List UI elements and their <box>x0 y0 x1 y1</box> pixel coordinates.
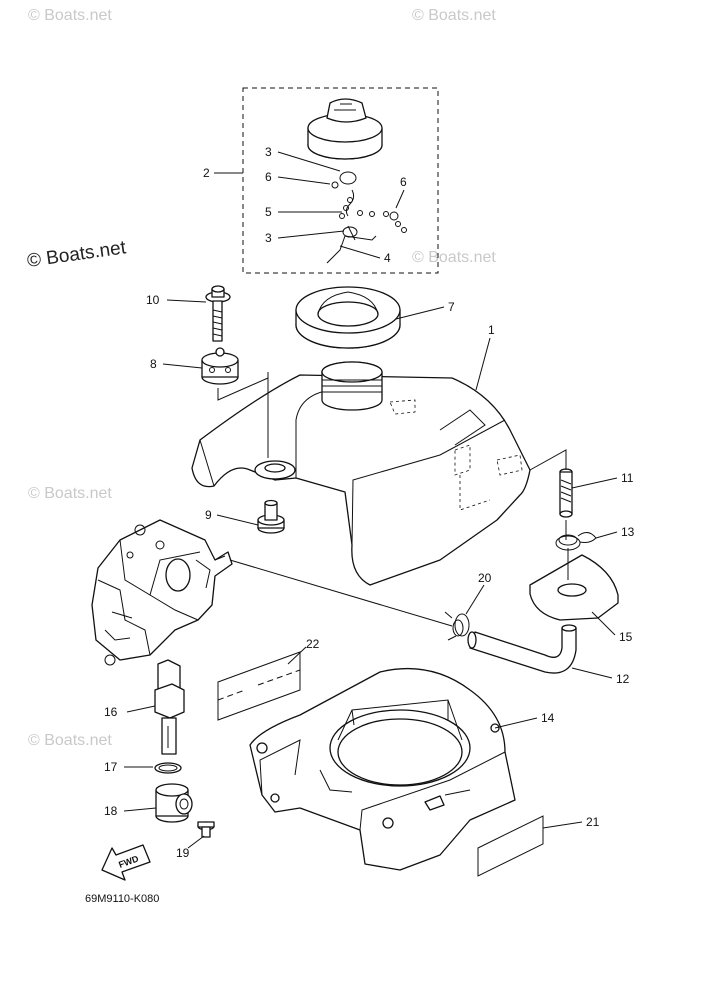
callout-22: 22 <box>306 637 320 651</box>
callout-4: 4 <box>384 251 391 265</box>
knob-16 <box>154 659 185 755</box>
screw-19 <box>197 821 215 838</box>
callout-8: 8 <box>150 357 157 371</box>
bolt-10 <box>205 285 231 342</box>
callout-labels: 2 3 6 6 5 3 4 7 1 10 8 9 11 13 15 12 20 … <box>104 145 635 860</box>
callout-11: 11 <box>621 471 634 485</box>
watermark-left-mid: © Boats.net <box>26 237 128 272</box>
forward-direction-indicator: FWD <box>101 844 151 881</box>
filler-grommet <box>295 286 401 349</box>
callout-19: 19 <box>176 846 190 860</box>
hose-clip-20 <box>444 611 470 641</box>
callout-6-right: 6 <box>400 175 407 189</box>
collar-9 <box>257 499 285 534</box>
callout-2: 2 <box>203 166 210 180</box>
damper-8 <box>201 347 239 385</box>
fuel-cap <box>307 98 383 160</box>
o-ring-17-inner <box>158 764 178 772</box>
plate-15 <box>529 554 619 621</box>
label-22-cutline <box>217 669 301 701</box>
lower-cover-14 <box>249 667 516 871</box>
callout-9: 9 <box>205 508 212 522</box>
callout-14: 14 <box>541 711 555 725</box>
callout-3-lower: 3 <box>265 231 272 245</box>
fwd-arrow-icon <box>101 844 151 881</box>
label-22 <box>217 651 301 721</box>
callout-21: 21 <box>586 815 600 829</box>
label-21 <box>477 815 544 877</box>
callout-6-left: 6 <box>265 170 272 184</box>
callout-15: 15 <box>619 630 633 644</box>
callout-16: 16 <box>104 705 118 719</box>
leader-lines <box>123 151 618 849</box>
callout-1: 1 <box>488 323 495 337</box>
callout-12: 12 <box>616 672 630 686</box>
cap-chain-assembly <box>326 171 407 264</box>
carburetor <box>91 519 233 666</box>
callout-13: 13 <box>621 525 635 539</box>
callout-20: 20 <box>478 571 492 585</box>
fuel-tank <box>191 361 531 586</box>
watermark-left-lower: © Boats.net <box>28 485 112 502</box>
cap-assembly-group-box <box>242 87 439 274</box>
fuel-hose-12 <box>467 624 577 674</box>
callout-7: 7 <box>448 300 455 314</box>
bolt-11 <box>559 468 573 518</box>
callout-17: 17 <box>104 760 118 774</box>
callout-5: 5 <box>265 205 272 219</box>
callout-10: 10 <box>146 293 160 307</box>
callout-18: 18 <box>104 804 118 818</box>
watermark-top-left: © Boats.net <box>28 7 112 24</box>
watermark-top-right: © Boats.net <box>412 7 496 24</box>
watermark-right-mid: © Boats.net <box>412 249 496 266</box>
clip-13 <box>555 532 597 551</box>
holder-18 <box>155 783 193 823</box>
watermark-left-bottom: © Boats.net <box>28 732 112 749</box>
callout-3-upper: 3 <box>265 145 272 159</box>
diagram-code: 69M9110-K080 <box>85 893 159 905</box>
